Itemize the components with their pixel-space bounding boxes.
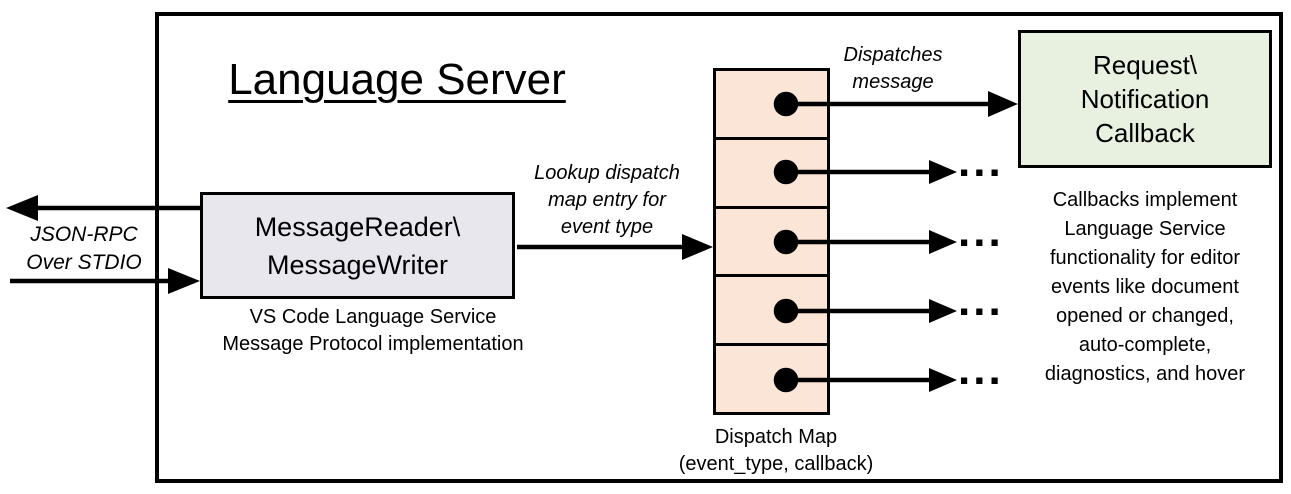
- language-server-box: [155, 12, 1283, 483]
- ellipsis-more-callbacks: ...: [958, 345, 1004, 394]
- dispatch-map-cell: [716, 205, 827, 275]
- request-notification-callback-label: Request\ Notification Callback: [1080, 50, 1210, 148]
- json-rpc-stdio-label: JSON-RPC Over STDIO: [26, 223, 142, 274]
- lookup-dispatch-label: Lookup dispatch map entry for event type: [534, 162, 680, 238]
- ellipsis-more-callbacks: ...: [958, 137, 1004, 186]
- dispatch-map-cell: [716, 343, 827, 412]
- ellipsis-more-callbacks: ...: [958, 276, 1004, 325]
- callbacks-description: Callbacks implement Language Service fun…: [1044, 189, 1246, 385]
- reader-writer-caption: VS Code Language Service Message Protoco…: [222, 306, 524, 355]
- request-notification-callback-box: Request\ Notification Callback: [1018, 30, 1272, 168]
- message-reader-writer-box: MessageReader\ MessageWriter: [200, 192, 515, 299]
- dispatch-map-cell: [716, 136, 827, 206]
- ellipsis-more-callbacks: ...: [958, 207, 1004, 256]
- dispatches-message-label: Dispatches message: [843, 44, 943, 93]
- dispatch-map-cell: [716, 71, 827, 137]
- dispatch-map: [713, 68, 830, 415]
- message-reader-writer-label: MessageReader\ MessageWriter: [254, 211, 461, 280]
- dispatch-map-caption: Dispatch Map (event_type, callback): [678, 426, 874, 475]
- language-server-title: Language Server: [228, 55, 566, 104]
- dispatch-map-cell: [716, 274, 827, 343]
